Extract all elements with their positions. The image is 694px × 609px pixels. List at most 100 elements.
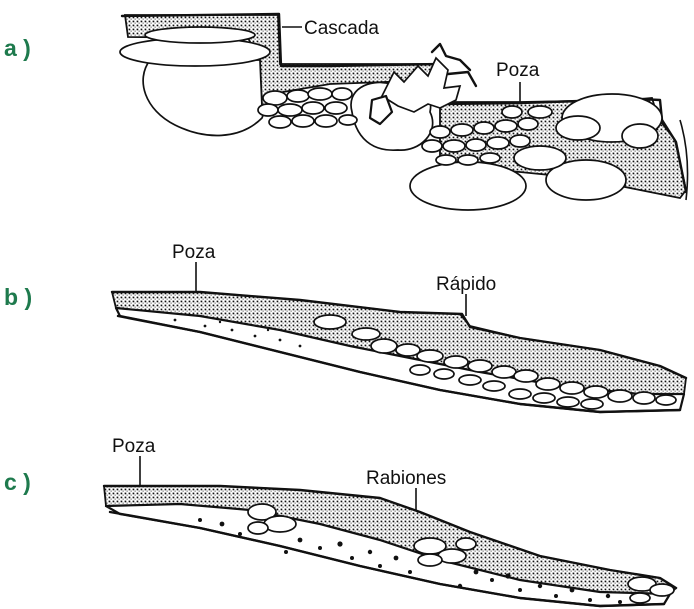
gravel [378,564,382,568]
sand-grain [254,335,257,338]
boulder [650,584,674,596]
cobble [633,392,655,404]
cobble [430,126,450,138]
panel-c-letter: c ) [4,469,31,495]
gravel [505,573,510,578]
gravel [570,588,575,593]
panel-b-label-poza: Poza [172,242,216,263]
cobble [560,382,584,394]
boulder [418,554,442,566]
panel-a-boulder-right-3 [622,124,658,148]
cobble [258,104,278,116]
panel-a-letter: a ) [4,35,31,61]
gravel [238,532,242,536]
cobble [417,350,443,362]
cobble [518,118,538,130]
gravel [198,518,202,522]
cobble [495,120,517,132]
cobble [474,122,494,134]
cobble [314,315,346,329]
cobble [509,389,531,399]
boulder [248,522,268,534]
gravel [220,522,225,527]
cobble [444,356,468,368]
cobble [410,365,430,375]
gravel [588,598,592,602]
sand-grain [267,329,269,331]
cobble [422,140,442,152]
cobble [487,137,509,149]
cobble [458,155,478,165]
sand-grain [204,325,207,328]
panel-a-label-cascada: Cascada [304,18,379,39]
gravel [350,556,354,560]
panel-c: c ) [4,436,676,606]
panel-a-large-boulder-left [143,60,267,135]
cobble [656,395,676,405]
panel-c-label-poza: Poza [112,436,156,457]
cobble [510,135,530,147]
sand-grain [231,329,234,332]
cobble [533,393,555,403]
gravel [490,578,494,582]
boulder [264,516,296,532]
cobble [352,328,380,340]
gravel [298,538,303,543]
cobble [292,115,314,127]
panel-a-boulder-right-2 [556,116,600,140]
gravel [474,570,479,575]
cobble [332,88,352,100]
panel-a-boulder-bottom-3 [514,146,566,170]
cobble [325,102,347,114]
cobble [468,360,492,372]
gravel [394,556,399,561]
gravel [554,594,558,598]
cobble [371,339,397,353]
gravel [408,570,412,574]
gravel [284,550,288,554]
cobble [483,381,505,391]
cobble [466,139,486,151]
sand-grain [219,321,221,323]
cobble [434,369,454,379]
gravel [318,546,322,550]
cobble [269,116,291,128]
cobble [608,390,632,402]
cobble [302,102,324,114]
cobble [278,104,302,116]
panel-b-letter: b ) [4,284,32,310]
cobble [536,378,560,390]
cobble [480,153,500,163]
boulder [630,593,650,603]
gravel [368,550,372,554]
cobble [528,106,552,118]
gravel [606,594,610,598]
cobble [443,140,465,152]
sand-grain [279,339,282,342]
cobble [396,344,420,356]
panel-a-crack-2 [448,72,476,86]
panel-a-lip-rock-top [145,27,255,43]
gravel [618,600,622,604]
panel-a: a ) [4,14,688,210]
cobble [581,399,603,409]
gravel [458,584,462,588]
panel-a-label-poza: Poza [496,60,540,81]
panel-a-boulder-bottom-1 [410,162,526,210]
cobble [584,386,608,398]
sand-grain [299,345,302,348]
cobble [263,91,287,105]
gravel [538,584,542,588]
cobble [502,106,522,118]
panel-b: b ) [4,242,686,412]
cobble [459,375,481,385]
cobble [308,88,332,100]
cobble [315,115,337,127]
cobble [492,366,516,378]
cobble [436,155,456,165]
cobble [451,124,473,136]
cobble [557,397,579,407]
gravel [337,541,342,546]
cobble [514,370,538,382]
